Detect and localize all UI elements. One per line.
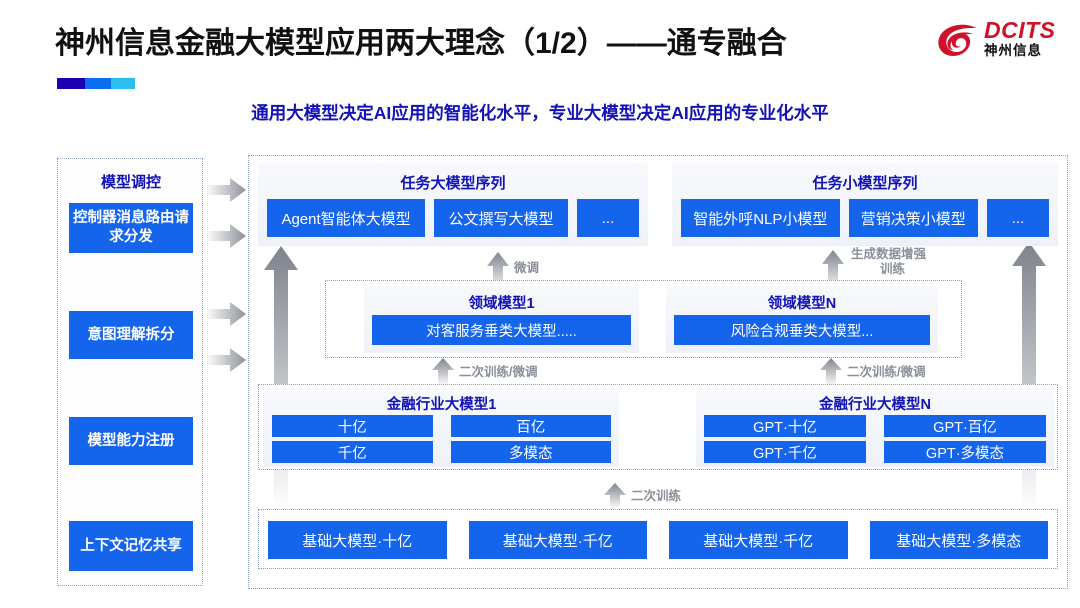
domain-model-n-cell: 领域模型N 风险合规垂类大模型... — [666, 286, 938, 353]
chip-gpt-hundred-billion[interactable]: GPT·千亿 — [704, 441, 866, 463]
base-model-frame: 基础大模型·十亿 基础大模型·千亿 基础大模型·千亿 基础大模型·多模态 — [258, 509, 1058, 569]
task-large-model-sequence-panel: 任务大模型序列 Agent智能体大模型 公文撰写大模型 ... — [258, 163, 648, 246]
right-arrow-icon-3 — [206, 302, 246, 326]
company-logo: DCITS 神州信息 — [936, 18, 1064, 68]
chip-gpt-multimodal[interactable]: GPT·多模态 — [884, 441, 1046, 463]
up-arrow-icon-retrain-right — [820, 358, 842, 386]
right-arrow-icon-1 — [206, 178, 246, 202]
up-arrow-icon-retrain-base — [604, 483, 626, 509]
control-item-intent[interactable]: 意图理解拆分 — [69, 311, 193, 359]
arrow-label-retrain-finetune-left: 二次训练/微调 — [459, 365, 538, 379]
industry-model-n-title: 金融行业大模型N — [819, 397, 931, 413]
dcits-swirl-icon — [938, 24, 976, 56]
chip-document-writing-large-model[interactable]: 公文撰写大模型 — [434, 199, 568, 237]
chip-marketing-decision-small-model[interactable]: 营销决策小模型 — [848, 199, 979, 237]
chip-base-model-multimodal[interactable]: 基础大模型·多模态 — [869, 521, 1048, 559]
control-item-context-memory[interactable]: 上下文记忆共享 — [69, 521, 193, 571]
arrow-label-fine-tune: 微调 — [514, 261, 540, 275]
logo-text: DCITS 神州信息 — [984, 18, 1056, 59]
arrow-label-data-augment-line1: 生成数据增强 — [851, 247, 927, 261]
chip-more-small-models[interactable]: ... — [987, 199, 1050, 237]
chip-outbound-nlp-small-model[interactable]: 智能外呼NLP小模型 — [681, 199, 840, 237]
chip-gpt-billion[interactable]: GPT·十亿 — [704, 415, 866, 437]
chip-base-model-hundred-billion-2[interactable]: 基础大模型·千亿 — [669, 521, 848, 559]
arrow-label-data-augment-line2: 训练 — [880, 262, 906, 276]
industry-model-n-chip-grid: GPT·十亿 GPT·百亿 GPT·千亿 GPT·多模态 — [704, 415, 1046, 463]
chip-ten-billion[interactable]: 百亿 — [450, 415, 611, 437]
domain-model-1-cell: 领域模型1 对客服务垂类大模型..... — [364, 286, 639, 353]
chip-risk-compliance-vertical-model[interactable]: 风险合规垂类大模型... — [674, 315, 930, 345]
chip-gpt-ten-billion[interactable]: GPT·百亿 — [884, 415, 1046, 437]
industry-model-frame: 金融行业大模型1 十亿 百亿 千亿 多模态 金融行业大模型N GPT·十亿 GP… — [258, 384, 1058, 470]
task-small-model-sequence-title: 任务小模型序列 — [812, 175, 918, 192]
arrow-label-retrain: 二次训练 — [631, 489, 682, 503]
up-arrow-icon-left-tall — [264, 246, 298, 510]
slide-header: 神州信息金融大模型应用两大理念（1/2）——通专融合 通用大模型决定AI应用的智… — [0, 0, 1080, 140]
domain-model-n-title: 领域模型N — [767, 296, 837, 312]
model-control-title: 模型调控 — [100, 174, 161, 191]
task-small-model-chip-row: 智能外呼NLP小模型 营销决策小模型 ... — [681, 199, 1050, 237]
chip-more-large-models[interactable]: ... — [577, 199, 639, 237]
chip-billion[interactable]: 十亿 — [272, 415, 433, 437]
chip-multimodal[interactable]: 多模态 — [450, 441, 611, 463]
control-item-capability-register[interactable]: 模型能力注册 — [69, 417, 193, 465]
domain-model-frame: 领域模型1 对客服务垂类大模型..... 领域模型N 风险合规垂类大模型... — [325, 280, 962, 358]
task-small-model-sequence-panel: 任务小模型序列 智能外呼NLP小模型 营销决策小模型 ... — [672, 163, 1058, 246]
up-arrow-icon-retrain-left — [432, 358, 454, 386]
diagram-outer-frame — [248, 155, 1068, 589]
base-model-chip-row: 基础大模型·十亿 基础大模型·千亿 基础大模型·千亿 基础大模型·多模态 — [268, 521, 1048, 559]
right-arrow-icon-4 — [206, 348, 246, 372]
logo-en-label: DCITS — [984, 17, 1056, 43]
logo-cn-label: 神州信息 — [984, 43, 1042, 58]
industry-model-1-chip-grid: 十亿 百亿 千亿 多模态 — [272, 415, 611, 463]
chip-base-model-billion[interactable]: 基础大模型·十亿 — [268, 521, 447, 559]
accent-segment-cyan — [111, 78, 135, 89]
accent-segment-blue — [85, 78, 111, 89]
slide-subtitle: 通用大模型决定AI应用的智能化水平，专业大模型决定AI应用的专业化水平 — [251, 103, 829, 123]
domain-model-1-title: 领域模型1 — [468, 296, 535, 312]
title-accent-bar — [57, 78, 135, 89]
chip-customer-service-vertical-model[interactable]: 对客服务垂类大模型..... — [372, 315, 631, 345]
task-large-model-chip-row: Agent智能体大模型 公文撰写大模型 ... — [267, 199, 639, 237]
industry-model-n-cell: 金融行业大模型N GPT·十亿 GPT·百亿 GPT·千亿 GPT·多模态 — [696, 389, 1054, 467]
industry-model-1-cell: 金融行业大模型1 十亿 百亿 千亿 多模态 — [264, 389, 619, 467]
page-title: 神州信息金融大模型应用两大理念（1/2）——通专融合 — [55, 27, 787, 60]
up-arrow-icon-fine-tune — [487, 252, 509, 292]
right-arrow-icon-2 — [206, 224, 246, 248]
control-item-router[interactable]: 控制器消息路由请求分发 — [69, 203, 193, 253]
model-control-column: 模型调控 控制器消息路由请求分发 意图理解拆分 模型能力注册 上下文记忆共享 — [57, 158, 203, 586]
accent-segment-dark — [57, 78, 85, 89]
chip-hundred-billion[interactable]: 千亿 — [272, 441, 433, 463]
architecture-diagram: 模型调控 控制器消息路由请求分发 意图理解拆分 模型能力注册 上下文记忆共享 任… — [0, 140, 1080, 608]
arrow-label-retrain-finetune-right: 二次训练/微调 — [847, 365, 926, 379]
up-arrow-icon-data-augment — [822, 250, 844, 292]
task-large-model-sequence-title: 任务大模型序列 — [400, 175, 506, 192]
industry-model-1-title: 金融行业大模型1 — [386, 397, 497, 413]
chip-agent-large-model[interactable]: Agent智能体大模型 — [267, 199, 426, 237]
up-arrow-icon-right-tall — [1012, 242, 1046, 510]
chip-base-model-hundred-billion-1[interactable]: 基础大模型·千亿 — [468, 521, 647, 559]
